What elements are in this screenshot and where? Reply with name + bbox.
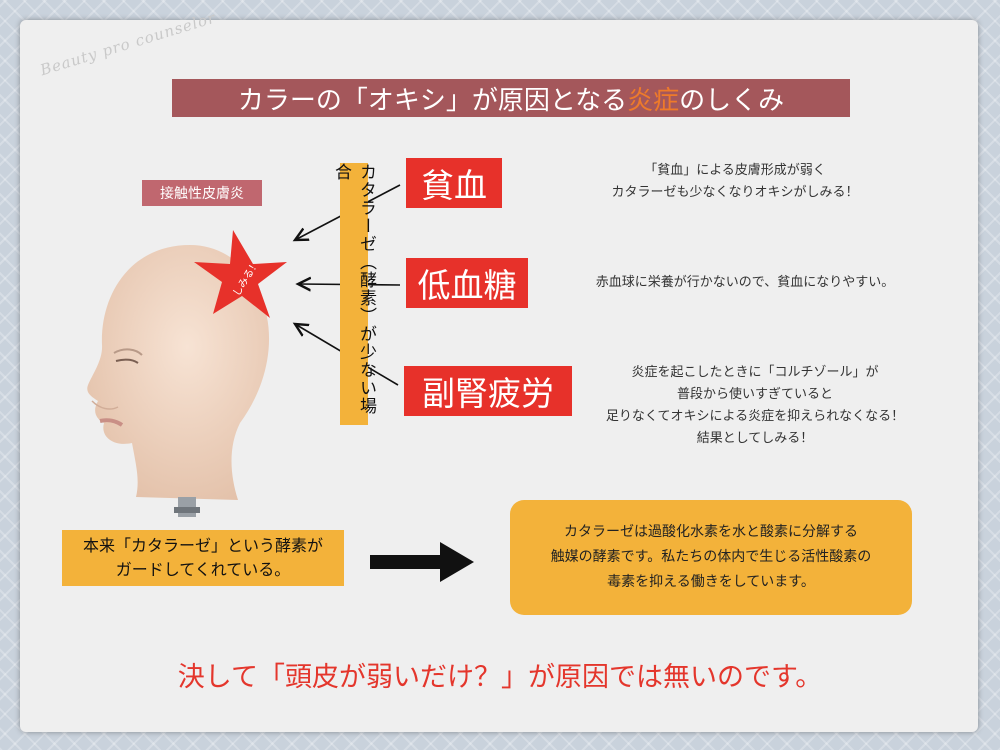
enzyme-note-line: 本来「カタラーゼ」という酵素が — [82, 536, 323, 555]
enzyme-note: 本来「カタラーゼ」という酵素が ガードしてくれている。 — [62, 530, 344, 586]
right-arrow-icon — [370, 542, 474, 582]
adrenal-desc-line: 普段から使いすぎていると — [676, 387, 833, 402]
adrenal-desc-line: 炎症を起こしたときに「コルチゾール」が — [631, 365, 879, 380]
explanation-line: カタラーゼは過酸化水素を水と酸素に分解する — [564, 524, 858, 540]
hypoglycemia-desc-line: 赤血球に栄養が行かないので、貧血になりやすい。 — [595, 275, 895, 290]
contact-dermatitis-tag: 接触性皮膚炎 — [142, 180, 262, 206]
adrenal-desc-line: 足りなくてオキシによる炎症を抑えられなくなる！ — [605, 409, 905, 424]
anemia-desc-line: カタラーゼも少なくなりオキシがしみる！ — [611, 185, 859, 200]
anemia-description: 「貧血」による皮膚形成が弱く カタラーゼも少なくなりオキシがしみる！ — [570, 160, 900, 204]
title-prefix: カラーの「オキシ」が原因となる — [237, 85, 628, 116]
catalase-explanation: カタラーゼは過酸化水素を水と酸素に分解する 触媒の酵素です。私たちの体内で生じる… — [510, 500, 912, 615]
hypoglycemia-description: 赤血球に栄養が行かないので、貧血になりやすい。 — [560, 272, 930, 294]
explanation-line: 触媒の酵素です。私たちの体内で生じる活性酸素の — [550, 549, 872, 565]
adrenal-fatigue-description: 炎症を起こしたときに「コルチゾール」が 普段から使いすぎていると 足りなくてオキ… — [575, 362, 935, 450]
conclusion: 決して「頭皮が弱いだけ？」が原因では無いのです。 — [177, 662, 823, 693]
title-suffix: のしくみ — [679, 85, 785, 116]
cause-adrenal-fatigue: 副腎疲労 — [404, 366, 572, 416]
title-highlight: 炎症 — [627, 85, 680, 116]
page-title: カラーの「オキシ」が原因となる炎症のしくみ — [172, 79, 850, 117]
explanation-line: 毒素を抑える働きをしています。 — [607, 574, 815, 590]
adrenal-desc-line: 結果としてしみる！ — [696, 431, 814, 446]
cause-anemia: 貧血 — [406, 158, 502, 208]
catalase-condition-label: カタラーゼ（酵素）が少ない場合 — [331, 163, 376, 425]
cause-hypoglycemia: 低血糖 — [406, 258, 528, 308]
anemia-desc-line: 「貧血」による皮膚形成が弱く — [644, 163, 826, 178]
enzyme-note-line: ガードしてくれている。 — [115, 560, 291, 579]
